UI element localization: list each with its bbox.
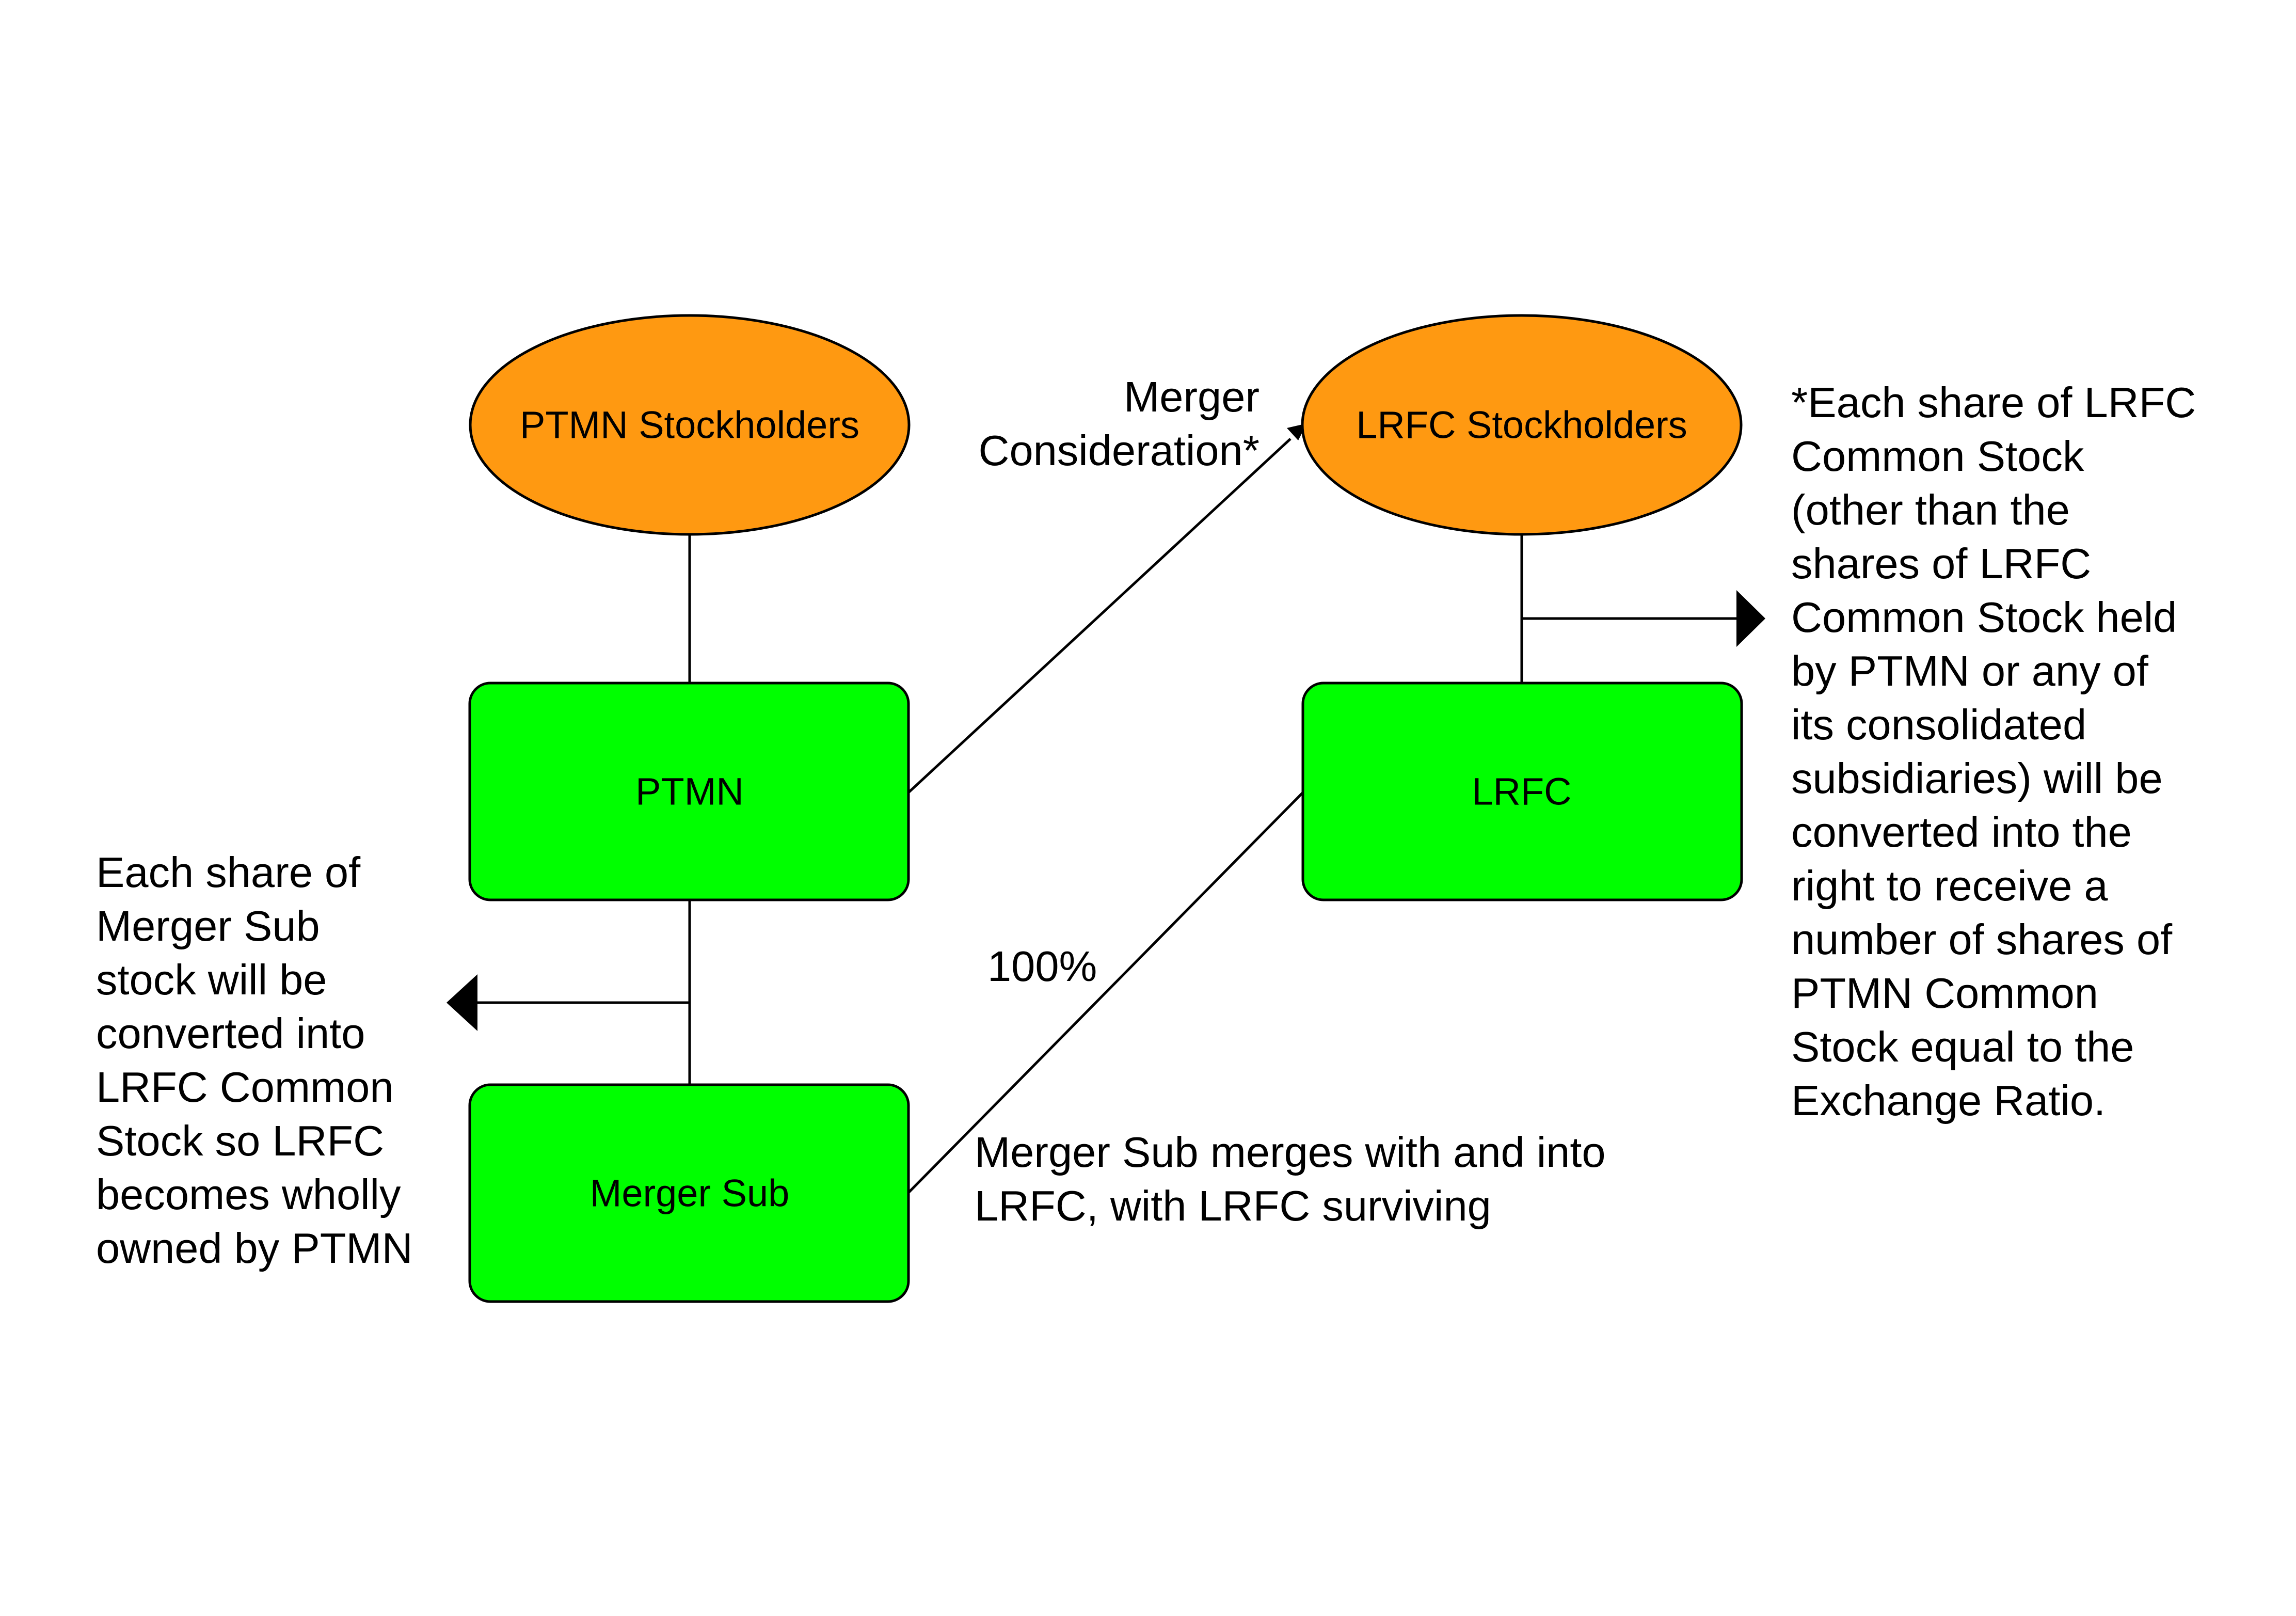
- arrowhead-right: [1736, 590, 1765, 647]
- merger-sub-node: [468, 1083, 910, 1303]
- merger-consideration-label: Merger Consideration*: [978, 373, 1259, 474]
- connector-ptmn-to-lrfc-stockholders: [907, 438, 1292, 794]
- ptmn-stockholders-label: PTMN Stockholders: [520, 404, 859, 447]
- exchange-ratio-note: *Each share of LRFC Common Stock (other …: [1791, 378, 2196, 1124]
- lrfc-stockholders-label: LRFC Stockholders: [1356, 404, 1687, 447]
- lrfc-node: [1301, 682, 1743, 901]
- arrowhead-left: [447, 974, 477, 1031]
- ptmn-label: PTMN: [635, 770, 744, 813]
- merger-sub-label: Merger Sub: [590, 1172, 790, 1215]
- ptmn-node: [468, 682, 910, 901]
- lrfc-label: LRFC: [1472, 770, 1571, 813]
- merge-into-note: Merger Sub merges with and into LRFC, wi…: [975, 1128, 1606, 1230]
- connector-merger-sub-to-lrfc: [907, 791, 1304, 1194]
- merger-sub-conversion-note: Each share of Merger Sub stock will be c…: [96, 848, 413, 1272]
- lrfc-stockholders-node: [1301, 314, 1743, 536]
- ownership-percent-label: 100%: [987, 942, 1097, 990]
- ptmn-stockholders-node: [469, 314, 911, 536]
